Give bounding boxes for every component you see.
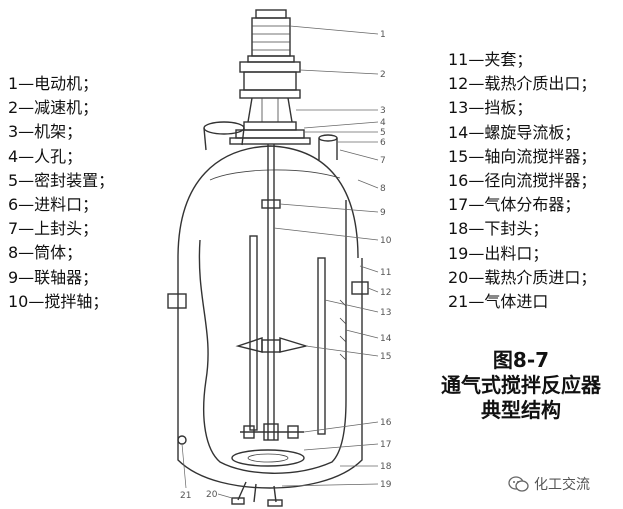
- gas-distributor-inner: [247, 453, 289, 463]
- legend-item: 20—载热介质进口；: [448, 267, 597, 287]
- legend-item: 2—减速机；: [8, 98, 99, 118]
- legend-item: 14—螺旋导流板；: [448, 122, 581, 142]
- figure-title-line-1: 通气式搅拌反应器: [441, 373, 601, 397]
- radial-impeller: [240, 423, 304, 441]
- legend-item: 5—密封装置；: [8, 170, 115, 190]
- legend-item: 11—夹套；: [448, 50, 533, 69]
- callout-16: 16: [380, 418, 392, 428]
- callout-numbers: 1 2 3 4 5 6 7 8 9 10 11 12 13 14 15 16 1…: [180, 30, 392, 501]
- callout-4: 4: [380, 118, 386, 128]
- baffle-left: [249, 235, 258, 431]
- callout-5: 5: [380, 128, 386, 138]
- callout-8: 8: [380, 184, 386, 194]
- callout-17: 17: [380, 440, 391, 450]
- upper-head: [177, 145, 359, 259]
- legend-item: 1—电动机；: [8, 74, 99, 93]
- legend-item: 21—气体进口: [448, 292, 549, 312]
- callout-9: 9: [380, 208, 386, 218]
- mounting-frame: [229, 97, 311, 145]
- gas-distributor: [231, 449, 305, 467]
- legend-item: 12—载热介质出口；: [448, 74, 597, 94]
- vessel-shell: [177, 258, 363, 489]
- leader-lines: [181, 25, 379, 499]
- gear-reducer: [239, 61, 301, 99]
- figure-caption: 图8-7 通气式搅拌反应器 典型结构: [432, 348, 610, 423]
- callout-19: 19: [380, 480, 392, 490]
- bottom-outlets: [231, 481, 283, 507]
- callout-21: 21: [180, 491, 191, 501]
- legend-item: 17—气体分布器；: [448, 195, 581, 215]
- callout-20: 20: [206, 490, 218, 500]
- figure-number: 图8-7: [492, 348, 550, 372]
- callout-11: 11: [380, 268, 391, 278]
- wechat-icon: [508, 476, 529, 492]
- legend-item: 10—搅拌轴；: [8, 291, 109, 311]
- manhole: [203, 121, 245, 151]
- legend-right: 11—夹套； 12—载热介质出口； 13—挡板； 14—螺旋导流板； 15—轴向…: [448, 48, 596, 314]
- watermark-text: 化工交流: [534, 477, 590, 493]
- legend-item: 15—轴向流搅拌器；: [448, 146, 597, 166]
- callout-14: 14: [380, 334, 392, 344]
- helical-guide-plate: [339, 299, 347, 361]
- legend-item: 8—筒体；: [8, 243, 83, 263]
- legend-item: 9—联轴器；: [8, 267, 99, 287]
- figure-title-line-2: 典型结构: [481, 398, 561, 422]
- legend-item: 13—挡板；: [448, 98, 533, 118]
- motor: [247, 9, 295, 63]
- jacket: [198, 200, 347, 474]
- legend-item: 4—人孔；: [8, 146, 83, 166]
- feed-inlet: [318, 134, 338, 160]
- callout-13: 13: [380, 308, 391, 318]
- callout-6: 6: [380, 138, 386, 148]
- jacket-nozzle-left: [167, 293, 187, 309]
- legend-item: 3—机架；: [8, 122, 83, 142]
- callout-1: 1: [380, 30, 386, 40]
- axial-impeller: [235, 337, 309, 353]
- callout-12: 12: [380, 288, 391, 298]
- baffle-right: [317, 257, 326, 435]
- callout-10: 10: [380, 236, 392, 246]
- legend-item: 7—上封头；: [8, 219, 99, 239]
- callout-2: 2: [380, 70, 386, 80]
- jacket-outlet: [351, 281, 369, 295]
- agitator-shaft: [261, 144, 281, 440]
- legend-item: 6—进料口；: [8, 195, 99, 215]
- legend-item: 16—径向流搅拌器；: [448, 171, 597, 191]
- cutaway-edge: [209, 169, 341, 181]
- callout-18: 18: [380, 462, 392, 472]
- legend-item: 18—下封头；: [448, 219, 549, 239]
- legend-item: 19—出料口；: [448, 243, 549, 263]
- callout-3: 3: [380, 106, 386, 116]
- legend-left: 1—电动机； 2—减速机； 3—机架； 4—人孔； 5—密封装置； 6—进料口；…: [8, 72, 114, 314]
- watermark: 化工交流: [508, 474, 590, 494]
- callout-7: 7: [380, 156, 386, 166]
- callout-15: 15: [380, 352, 391, 362]
- gas-inlet-port: [177, 435, 187, 445]
